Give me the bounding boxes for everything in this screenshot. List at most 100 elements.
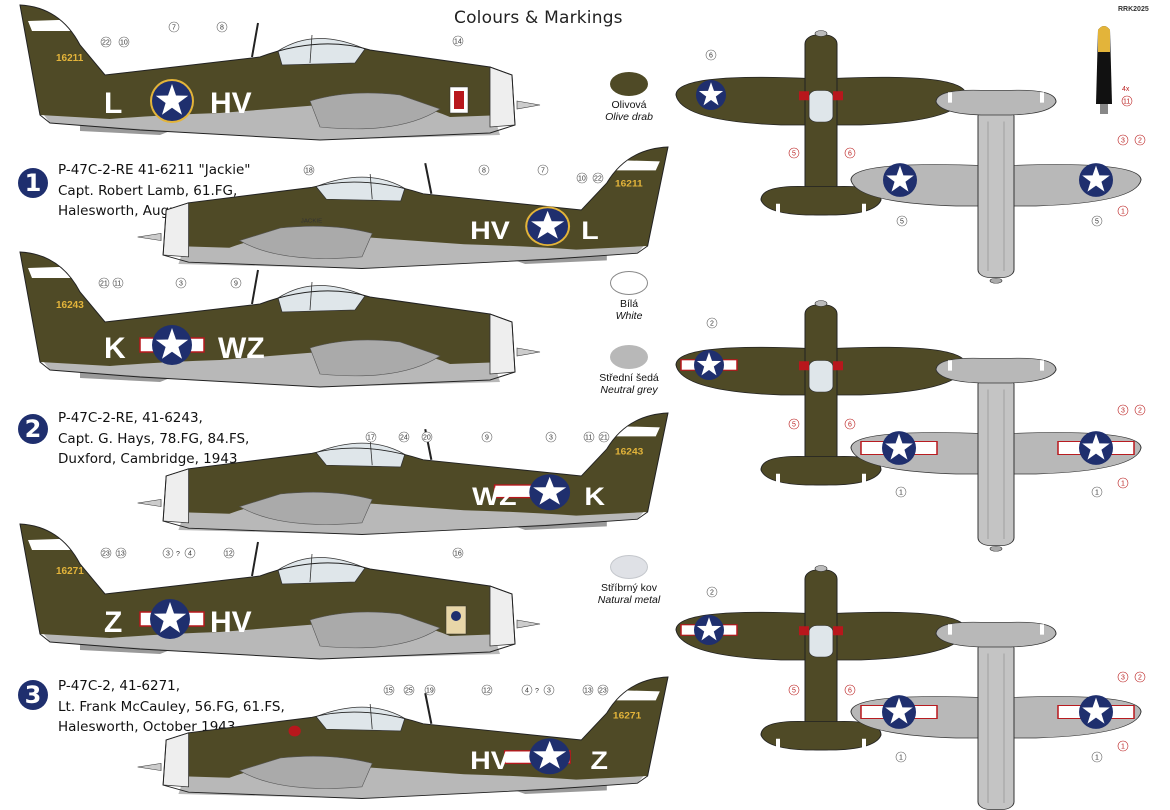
callout-label: 23 bbox=[102, 551, 110, 558]
callout-label: 3 bbox=[1121, 675, 1125, 682]
scheme-2-left-profile: 16243 K WZ bbox=[19, 251, 541, 388]
callout-label: 18 bbox=[305, 168, 313, 175]
callout-label: 21 bbox=[100, 281, 108, 288]
callout-label: 3 bbox=[166, 551, 170, 558]
callout-label: 2 bbox=[710, 590, 714, 597]
tail-serial: 16243 bbox=[56, 300, 84, 311]
caption-line: Capt. Robert Lamb, 61.FG, bbox=[58, 182, 238, 199]
callout-label: 2 bbox=[1138, 138, 1142, 145]
swatch-name-en: Natural metal bbox=[597, 594, 661, 606]
callout-label: 25 bbox=[405, 688, 413, 695]
swatch-name-cz: Bílá bbox=[619, 298, 639, 310]
callout-label: 17 bbox=[367, 435, 375, 442]
callout-label: 1 bbox=[1121, 481, 1125, 488]
caption-line: Halesworth, October 1943 bbox=[58, 719, 236, 735]
callout-label: 20 bbox=[423, 435, 431, 442]
caption-line: P-47C-2-RE 41-6211 "Jackie" bbox=[58, 162, 251, 178]
callout-label: 5 bbox=[792, 688, 796, 695]
callout-label: 2 bbox=[1138, 408, 1142, 415]
scheme-3-left-callouts: 23 13 3 ? 4 12 16 bbox=[100, 547, 464, 559]
code-letters-right: WZ bbox=[218, 332, 265, 365]
callout-label: 19 bbox=[426, 688, 434, 695]
callout-label: 6 bbox=[848, 688, 852, 695]
callout-label: 23 bbox=[599, 688, 607, 695]
callout-label: 3 bbox=[179, 281, 183, 288]
code-letter-left: L bbox=[581, 216, 598, 244]
swatch-neutral-grey: Střední šedá Neutral grey bbox=[589, 345, 669, 396]
code-letter-left: Z bbox=[590, 746, 607, 774]
caption-line: P-47C-2, 41-6271, bbox=[58, 678, 181, 694]
caption-line: P-47C-2-RE, 41-6243, bbox=[58, 410, 203, 426]
swatch-olive-drab: Olivová Olive drab bbox=[589, 72, 669, 123]
code-letters-right: HV bbox=[210, 606, 252, 639]
callout-label: 13 bbox=[117, 551, 125, 558]
callout-label: 8 bbox=[220, 25, 224, 32]
plan-top-2-callouts: 2 5 6 bbox=[706, 317, 856, 430]
callout-label: 15 bbox=[385, 688, 393, 695]
propeller-blade bbox=[1096, 26, 1112, 114]
code-letters-right: WZ bbox=[472, 482, 516, 510]
scheme-3-caption: P-47C-2, 41-6271, Lt. Frank McCauley, 56… bbox=[58, 676, 285, 738]
scheme-3-badge: 3 bbox=[18, 680, 48, 710]
tail-serial: 16243 bbox=[615, 447, 643, 457]
caption-line: Duxford, Cambridge, 1943 bbox=[58, 451, 238, 467]
swatch-name-cz: Stříbrný kov bbox=[600, 582, 658, 594]
callout-label: 6 bbox=[848, 422, 852, 429]
scheme-2-right-profile: 16243 WZ K bbox=[138, 413, 668, 535]
scheme-2-caption: P-47C-2-RE, 41-6243, Capt. G. Hays, 78.F… bbox=[58, 408, 249, 470]
callout-label: 1 bbox=[1121, 744, 1125, 751]
plan-bottom-2-callouts: 3 2 1 1 1 bbox=[895, 404, 1146, 498]
scheme-2-badge: 2 bbox=[18, 414, 48, 444]
callout-label: 10 bbox=[120, 40, 128, 47]
tail-serial: 16211 bbox=[56, 53, 84, 64]
plan-bottom-3-callouts: 3 2 1 1 1 bbox=[895, 671, 1146, 763]
callout-label: 5 bbox=[1095, 219, 1099, 226]
callout-label: 12 bbox=[483, 688, 491, 695]
callout-label: 11 bbox=[585, 435, 592, 442]
page-title: Colours & Markings bbox=[454, 8, 623, 28]
callout-label: 3 bbox=[547, 688, 551, 695]
scheme-1-right-profile: 16211 HV L JACKIE bbox=[138, 147, 668, 269]
swatch-natural-metal: Stříbrný kov Natural metal bbox=[589, 555, 669, 606]
scheme-1-left-callouts: 22 10 7 8 14 bbox=[100, 21, 464, 48]
callout-label: 3 bbox=[549, 435, 553, 442]
callout-label: 1 bbox=[899, 490, 903, 497]
callout-label: ? bbox=[535, 688, 539, 695]
swatch-name-en: Neutral grey bbox=[600, 384, 658, 396]
callout-label: 9 bbox=[234, 281, 238, 288]
code-letter-left: K bbox=[104, 332, 126, 365]
scheme-3-left-profile: 16271 Z HV bbox=[19, 523, 541, 660]
callout-label: 10 bbox=[578, 176, 586, 183]
callout-label: 6 bbox=[848, 151, 852, 158]
callout-label: 2 bbox=[1138, 675, 1142, 682]
callout-label: 14 bbox=[454, 39, 462, 46]
callout-label: 3 bbox=[1121, 408, 1125, 415]
code-letters-right: HV bbox=[210, 87, 252, 120]
callout-label: 11 bbox=[114, 281, 121, 288]
code-letters-right: HV bbox=[470, 746, 510, 774]
swatch-name-cz: Olivová bbox=[611, 99, 647, 111]
scheme-2-left-callouts: 21 11 3 9 bbox=[98, 277, 242, 289]
code-letter-left: K bbox=[584, 482, 605, 510]
code-letter-left: Z bbox=[104, 606, 122, 639]
callout-label: 5 bbox=[792, 151, 796, 158]
scheme-3-right-profile: 16271 HV Z bbox=[138, 677, 668, 799]
nose-art bbox=[288, 725, 301, 737]
scheme-3-right-callouts: 15 25 19 12 4 ? 3 13 23 bbox=[383, 684, 609, 696]
callout-label: 2 bbox=[710, 321, 714, 328]
scheme-1-left-profile: 16211 L HV bbox=[19, 4, 541, 141]
plan-top-3 bbox=[675, 565, 967, 751]
callout-label: 5 bbox=[900, 219, 904, 226]
callout-label: 1 bbox=[1095, 490, 1099, 497]
callout-label: 9 bbox=[485, 435, 489, 442]
callout-label: 7 bbox=[172, 25, 176, 32]
scheme-1-right-callouts: 18 8 7 10 22 bbox=[303, 164, 604, 184]
nose-art-figure bbox=[451, 611, 461, 621]
callout-label: 8 bbox=[482, 168, 486, 175]
nose-art-figure bbox=[454, 91, 464, 109]
plan-top-3-callouts: 2 5 6 bbox=[706, 586, 856, 696]
sheet-code: RRK2025 bbox=[1118, 6, 1149, 13]
callout-label: 6 bbox=[709, 53, 713, 60]
scheme-2-right-callouts: 17 24 20 9 3 11 21 bbox=[365, 431, 610, 443]
prop-note: 4x bbox=[1122, 86, 1130, 93]
